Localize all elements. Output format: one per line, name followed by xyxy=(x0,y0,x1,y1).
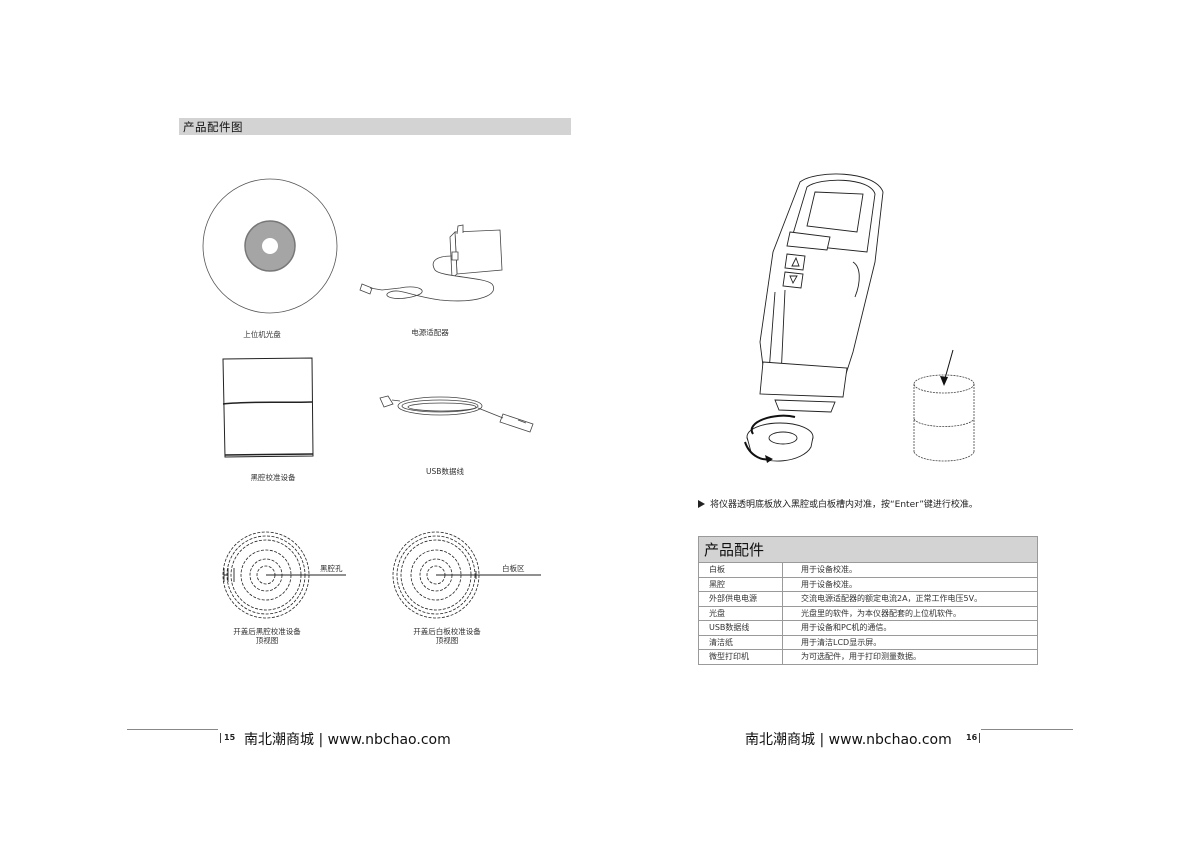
section-title-bar: 产品配件图 xyxy=(179,118,571,135)
cd-disc-icon xyxy=(202,178,338,314)
caption-line1: 开盖后白板校准设备 xyxy=(413,627,481,636)
table-row: 白板用于设备校准。 xyxy=(698,562,1038,577)
cd-caption: 上位机光盘 xyxy=(243,330,281,339)
item-name: USB数据线 xyxy=(698,620,783,635)
black-cavity-top-view-caption: 开盖后黑腔校准设备 顶视图 xyxy=(222,627,312,645)
brand-name: 南北潮商城 xyxy=(244,732,314,748)
item-desc: 用于清洁LCD显示屏。 xyxy=(782,634,1038,650)
brand-separator: | xyxy=(819,732,825,748)
caption-line2: 顶视图 xyxy=(255,636,279,645)
brand-url: www.nbchao.com xyxy=(828,732,952,748)
table-row: USB数据线用于设备和PC机的通信。 xyxy=(698,620,1038,635)
table-row: 微型打印机为可选配件，用于打印测量数据。 xyxy=(698,649,1038,664)
item-desc: 交流电源适配器的额定电流2A，正常工作电压5V。 xyxy=(782,591,1038,606)
table-row: 清洁纸用于清洁LCD显示屏。 xyxy=(698,634,1038,650)
item-name: 白板 xyxy=(698,562,783,577)
item-name: 外部供电电源 xyxy=(698,591,783,606)
calibration-device-icon xyxy=(222,357,314,458)
footer-rule-left xyxy=(127,729,218,730)
page-number-left: 15 xyxy=(224,733,236,742)
item-desc: 光盘里的软件，为本仪器配套的上位机软件。 xyxy=(782,605,1038,621)
brand-name: 南北潮商城 xyxy=(745,732,815,748)
item-desc: 用于设备校准。 xyxy=(782,562,1038,577)
accessories-table-title: 产品配件 xyxy=(698,536,1038,563)
colorimeter-device-icon xyxy=(744,173,975,463)
item-name: 微型打印机 xyxy=(698,649,783,664)
footer-brand-left: 南北潮商城 | www.nbchao.com xyxy=(244,729,451,749)
brand-separator: | xyxy=(318,732,324,748)
footer-rule-right xyxy=(981,729,1073,730)
item-desc: 为可选配件，用于打印测量数据。 xyxy=(782,649,1038,664)
power-adapter-caption: 电源适配器 xyxy=(411,328,449,337)
usb-cable-icon xyxy=(379,395,534,433)
item-desc: 用于设备校准。 xyxy=(782,576,1038,592)
caption-line1: 开盖后黑腔校准设备 xyxy=(233,627,301,636)
calibration-device-caption: 黑腔校准设备 xyxy=(250,473,296,482)
black-cavity-hole-label: 黑腔孔 xyxy=(320,564,343,573)
table-row: 光盘光盘里的软件，为本仪器配套的上位机软件。 xyxy=(698,605,1038,621)
accessories-table: 产品配件 白板用于设备校准。 黑腔用于设备校准。 外部供电电源交流电源适配器的额… xyxy=(698,536,1038,665)
item-desc: 用于设备和PC机的通信。 xyxy=(782,620,1038,635)
white-board-area-label: 白板区 xyxy=(502,564,525,573)
footer-brand-right: 南北潮商城 | www.nbchao.com xyxy=(745,729,952,749)
power-adapter-icon xyxy=(359,224,503,302)
item-name: 光盘 xyxy=(698,605,783,621)
white-board-top-view-caption: 开盖后白板校准设备 顶视图 xyxy=(402,627,492,645)
footer-page-separator xyxy=(979,733,980,743)
page-number-right: 16 xyxy=(966,733,978,742)
table-row: 黑腔用于设备校准。 xyxy=(698,576,1038,592)
black-cavity-top-view-icon xyxy=(222,531,346,619)
table-row: 外部供电电源交流电源适配器的额定电流2A，正常工作电压5V。 xyxy=(698,591,1038,606)
bullet-triangle-icon xyxy=(698,499,705,508)
calibration-instruction: 将仪器透明底板放入黑腔或白板槽内对准，按“Enter”键进行校准。 xyxy=(698,497,978,510)
item-name: 清洁纸 xyxy=(698,634,783,650)
section-title: 产品配件图 xyxy=(183,120,243,134)
caption-line2: 顶视图 xyxy=(435,636,459,645)
item-name: 黑腔 xyxy=(698,576,783,592)
brand-url: www.nbchao.com xyxy=(327,732,451,748)
footer-page-separator xyxy=(220,733,221,743)
white-board-top-view-icon xyxy=(392,531,541,619)
usb-cable-caption: USB数据线 xyxy=(426,467,464,476)
instruction-text: 将仪器透明底板放入黑腔或白板槽内对准，按“Enter”键进行校准。 xyxy=(710,500,978,510)
